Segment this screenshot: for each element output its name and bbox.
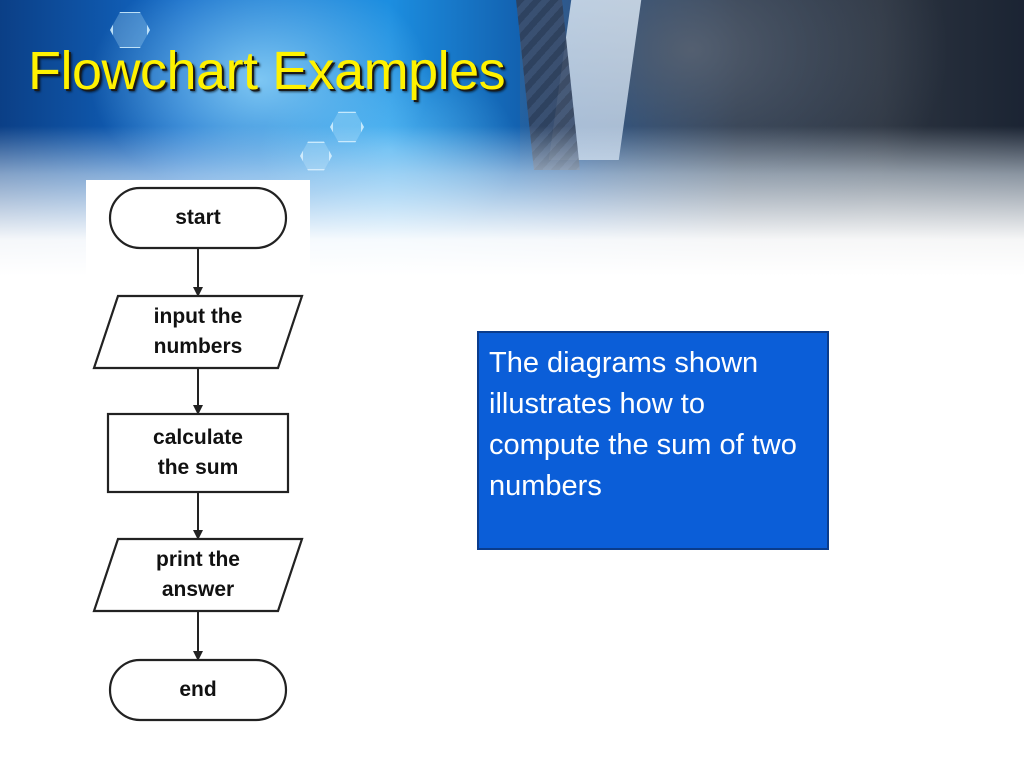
flowchart-node-input-io-shape (92, 294, 304, 370)
flowchart-node-end-terminal-shape (108, 658, 288, 722)
hexagon-decoration (330, 111, 364, 143)
header-banner-image (0, 0, 1024, 300)
businessman-tie (516, 0, 580, 170)
flowchart-nodes (92, 186, 304, 722)
flowchart-node-label: calculate the sum (153, 426, 243, 479)
flowchart-node-label: input the numbers (153, 305, 243, 358)
flowchart-node-label: start (175, 206, 221, 229)
flowchart-node-start-terminal-shape (108, 186, 288, 250)
caption-text: The diagrams shown illustrates how to co… (489, 347, 797, 502)
flowchart-svg (92, 186, 304, 722)
flowchart-diagram: start input the numbers calculate the sum p… (86, 180, 310, 724)
caption-box: The diagrams shown illustrates how to co… (477, 331, 829, 550)
flowchart-node-print-io-shape (92, 537, 304, 613)
businessman-shirt (548, 0, 642, 160)
flowchart-node-label: end (179, 678, 217, 701)
businessman-suit (520, 0, 950, 250)
hexagon-decoration (300, 141, 332, 171)
slide-title: Flowchart Examples (28, 41, 506, 101)
flowchart-node-label: print the answer (156, 548, 240, 601)
flowchart-node-calc-process-shape (106, 412, 290, 494)
